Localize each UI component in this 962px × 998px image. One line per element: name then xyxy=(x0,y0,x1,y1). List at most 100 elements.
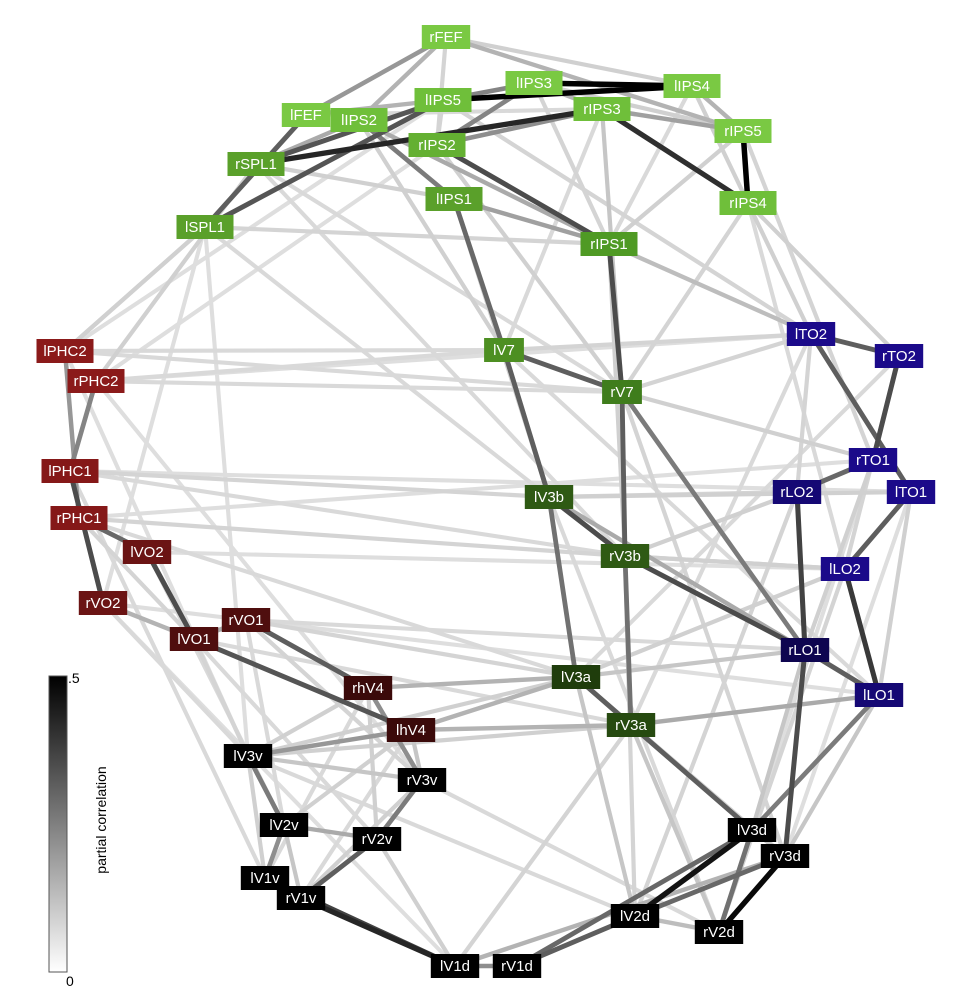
edge-lv7-lv3b xyxy=(501,347,552,500)
node-lips3: lIPS3 xyxy=(505,71,563,95)
node-label: lhV4 xyxy=(396,722,426,739)
node-label: lTO1 xyxy=(895,484,927,501)
edge-lphc1-lto1 xyxy=(67,468,914,495)
edge-lv3a-lv3v xyxy=(245,674,579,759)
node-box xyxy=(421,25,471,49)
node-box xyxy=(397,768,447,792)
edge-rvo1-lv2v xyxy=(243,617,287,828)
edge-rphc2-lv7 xyxy=(93,347,507,384)
node-label: lLO2 xyxy=(829,561,861,578)
edge-rv1v-lv1d xyxy=(298,895,458,969)
edge-lto1-llo1 xyxy=(876,489,914,698)
node-lphc1: lPHC1 xyxy=(41,459,99,483)
node-box xyxy=(772,480,822,504)
edge-lips5-lto2 xyxy=(440,97,814,337)
edge-lv3b-lto1 xyxy=(546,489,914,500)
node-box xyxy=(276,886,326,910)
node-label: rLO1 xyxy=(788,642,821,659)
edge-rv2d-rv3d xyxy=(716,853,788,935)
node-label: lV3v xyxy=(233,748,263,765)
node-lhv4: lhV4 xyxy=(386,718,436,742)
edge-lspl1-lphc2 xyxy=(62,224,208,354)
node-box xyxy=(492,954,542,978)
node-rvo2: rVO2 xyxy=(78,591,128,615)
edge-lv7-llo1 xyxy=(501,347,882,698)
node-box xyxy=(602,380,642,404)
colorbar: .5 0 partial correlation xyxy=(48,670,109,989)
node-label: rV3d xyxy=(769,848,801,865)
node-box xyxy=(281,103,331,127)
node-box xyxy=(606,713,656,737)
edge-lv3a-lv2d xyxy=(573,674,638,919)
edge-lips1-lv7 xyxy=(451,196,507,353)
edge-rv2d-lv3d xyxy=(716,827,755,935)
edge-lphc1-rv3b xyxy=(67,468,628,559)
node-box xyxy=(727,818,777,842)
node-label: lIPS4 xyxy=(674,78,710,95)
edge-rspl1-lips1 xyxy=(253,161,457,202)
edge-lphc2-rv7 xyxy=(62,348,625,395)
node-box xyxy=(484,338,524,362)
edge-rv7-rv3b xyxy=(619,389,628,559)
node-box xyxy=(352,827,402,851)
edge-lips3-rips1 xyxy=(531,80,612,247)
node-label: rPHC2 xyxy=(73,373,118,390)
node-label: lIPS3 xyxy=(516,75,552,92)
node-box xyxy=(259,813,309,837)
node-label: rIPS4 xyxy=(729,195,767,212)
node-box xyxy=(760,844,810,868)
edge-lvo1-rv3a xyxy=(191,636,634,728)
node-rips2: rIPS2 xyxy=(408,133,466,157)
node-label: lPHC1 xyxy=(48,463,91,480)
node-label: lIPS1 xyxy=(436,191,472,208)
node-lfef: lFEF xyxy=(281,103,331,127)
node-box xyxy=(694,920,744,944)
node-box xyxy=(874,344,924,368)
edge-rips2-rips1 xyxy=(434,142,612,247)
node-lv3d: lV3d xyxy=(727,818,777,842)
node-box xyxy=(551,665,601,689)
node-label: rVO2 xyxy=(85,595,120,612)
node-box xyxy=(663,74,721,98)
node-box xyxy=(50,506,108,530)
node-box xyxy=(786,322,836,346)
node-label: lVO1 xyxy=(177,631,210,648)
node-box xyxy=(610,904,660,928)
node-label: lVO2 xyxy=(130,544,163,561)
colorbar-gradient xyxy=(48,675,68,973)
node-box xyxy=(67,369,125,393)
edge-rto2-lv3a xyxy=(573,353,902,680)
edge-rips1-rv7 xyxy=(606,241,625,395)
edge-lspl1-lips5 xyxy=(202,97,446,230)
edge-lv3a-rlo1 xyxy=(573,647,808,680)
node-label: lV3d xyxy=(737,822,767,839)
node-lto2: lTO2 xyxy=(786,322,836,346)
node-box xyxy=(343,676,393,700)
edge-rv3a-lhv4 xyxy=(408,722,634,733)
node-label: rFEF xyxy=(429,29,462,46)
edge-lspl1-lv3v xyxy=(202,224,251,759)
edge-rv3b-rlo2 xyxy=(622,489,800,559)
node-box xyxy=(854,683,904,707)
node-label: lLO1 xyxy=(863,687,895,704)
node-rto1: rTO1 xyxy=(848,448,898,472)
node-box xyxy=(820,557,870,581)
node-label: rV7 xyxy=(610,384,633,401)
node-box xyxy=(330,108,388,132)
node-box xyxy=(221,608,271,632)
node-lips2: lIPS2 xyxy=(330,108,388,132)
node-label: rV2v xyxy=(362,831,393,848)
node-box xyxy=(122,540,172,564)
edge-rphc1-rto1 xyxy=(76,457,876,521)
edge-lphc1-lv1v xyxy=(67,468,268,881)
node-rfef: rFEF xyxy=(421,25,471,49)
edge-rips4-rto2 xyxy=(745,200,902,359)
node-box xyxy=(580,232,638,256)
node-rlo1: rLO1 xyxy=(780,638,830,662)
node-label: rIPS3 xyxy=(583,101,621,118)
edge-lv3b-lphc1 xyxy=(67,468,552,500)
edge-rhv4-lv1v xyxy=(262,685,371,881)
edge-rips2-rv7 xyxy=(434,142,625,395)
edge-rips4-lto2 xyxy=(745,200,814,337)
